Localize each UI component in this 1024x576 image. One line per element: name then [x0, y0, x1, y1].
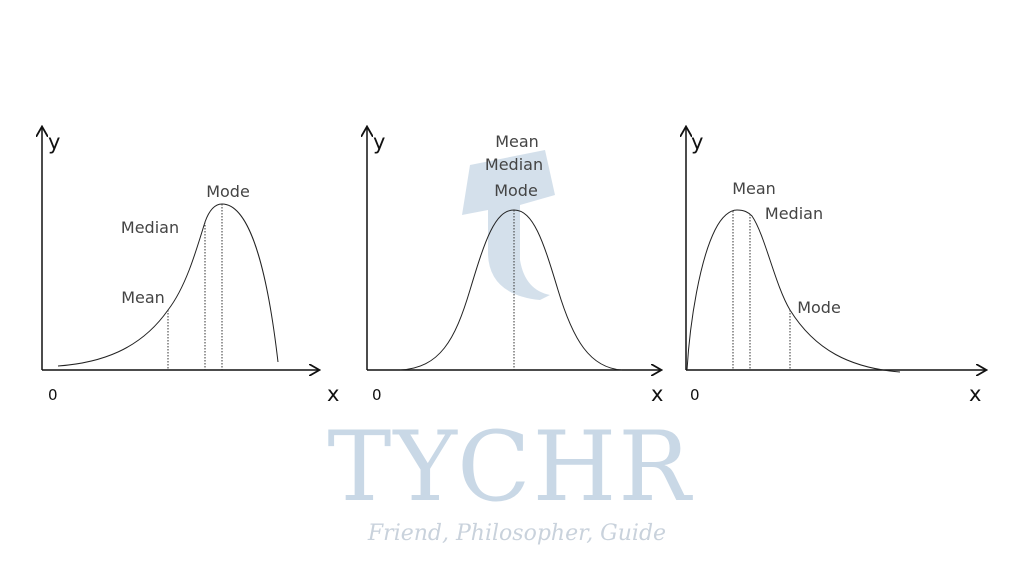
panel-positive-skew: Mean Median Mode y x 0	[686, 128, 985, 406]
y-axis-label: y	[691, 130, 703, 154]
y-axis-label: y	[373, 130, 385, 154]
distribution-curve	[686, 209, 901, 373]
mode-label: Mode	[494, 181, 538, 200]
x-axis-label: x	[651, 382, 663, 406]
origin-label: 0	[372, 386, 382, 404]
x-axis-label: x	[327, 382, 339, 406]
panel-negative-skew: Mode Median Mean y x 0	[42, 128, 339, 406]
mode-label: Mode	[206, 182, 250, 201]
watermark-tagline: Friend, Philosopher, Guide	[367, 521, 666, 546]
mean-label: Mean	[121, 288, 165, 307]
watermark-logo-icon	[462, 150, 555, 300]
origin-label: 0	[48, 386, 58, 404]
mean-label: Mean	[732, 179, 776, 198]
panel-symmetric: Mean Median Mode y x 0	[367, 128, 663, 406]
median-label: Median	[765, 204, 823, 223]
watermark-brand: TYCHR	[327, 411, 693, 523]
mode-label: Mode	[797, 298, 841, 317]
origin-label: 0	[690, 386, 700, 404]
median-label: Median	[485, 155, 543, 174]
x-axis-label: x	[969, 382, 981, 406]
watermark: TYCHR Friend, Philosopher, Guide	[327, 150, 693, 546]
mean-label: Mean	[495, 132, 539, 151]
y-axis-label: y	[48, 130, 60, 154]
median-label: Median	[121, 218, 179, 237]
